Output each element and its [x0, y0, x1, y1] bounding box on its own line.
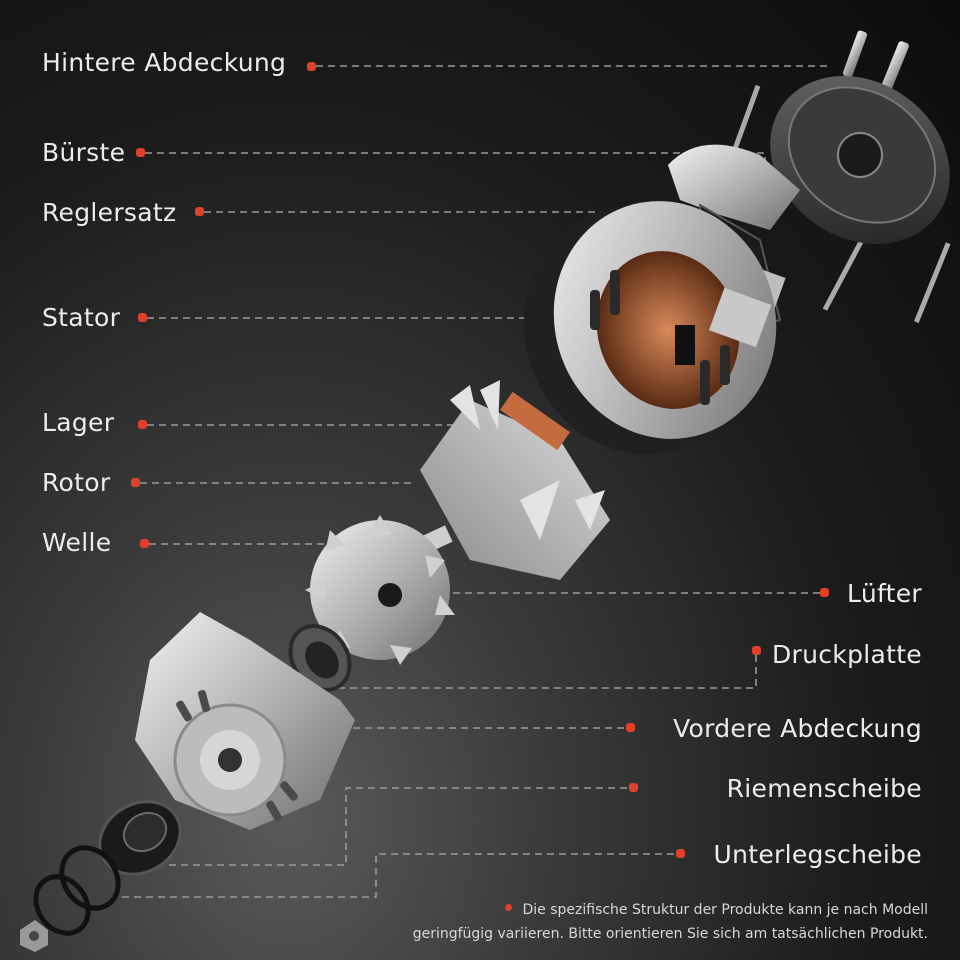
callout-dot: [136, 148, 145, 157]
callout-dot: [307, 62, 316, 71]
disclaimer-note: Die spezifische Struktur der Produkte ka…: [328, 898, 928, 946]
pulley: [98, 800, 182, 876]
rear-cover: [770, 76, 950, 244]
callout-label: Hintere Abdeckung: [42, 48, 287, 77]
callout-label: Welle: [42, 528, 112, 557]
callout-label: Rotor: [42, 468, 111, 497]
washers: [33, 845, 121, 936]
callout-label: Bürste: [42, 138, 126, 167]
callout-label: Unterlegscheibe: [713, 840, 922, 869]
front-cover: [135, 612, 355, 830]
stator-housing: [523, 201, 777, 454]
callout-label: Vordere Abdeckung: [673, 714, 922, 743]
disclaimer-line-1: Die spezifische Struktur der Produkte ka…: [328, 898, 928, 922]
callout-label: Lager: [42, 408, 115, 437]
callout-dot: [140, 539, 149, 548]
callout-dot: [629, 783, 638, 792]
rotor: [420, 380, 610, 580]
callout-label: Reglersatz: [42, 198, 177, 227]
disclaimer-text-1: Die spezifische Struktur der Produkte ka…: [522, 902, 928, 918]
pressure-plate: [288, 624, 352, 692]
callout-label: Riemenscheibe: [726, 774, 922, 803]
callout-dot: [131, 478, 140, 487]
callout-dot: [195, 207, 204, 216]
callout-dot: [820, 588, 829, 597]
callout-label: Druckplatte: [771, 640, 922, 669]
callout-label: Lüfter: [847, 579, 922, 608]
nut: [20, 920, 48, 952]
callout-label: Stator: [42, 303, 121, 332]
fan: [305, 515, 455, 665]
bullet-dot-icon: [505, 903, 513, 911]
disclaimer-line-2: geringfügig variieren. Bitte orientieren…: [412, 926, 928, 942]
callout-dot: [138, 420, 147, 429]
callout-dot: [138, 313, 147, 322]
callout-dot: [676, 849, 685, 858]
callout-dot: [752, 646, 761, 655]
callout-dot: [626, 723, 635, 732]
